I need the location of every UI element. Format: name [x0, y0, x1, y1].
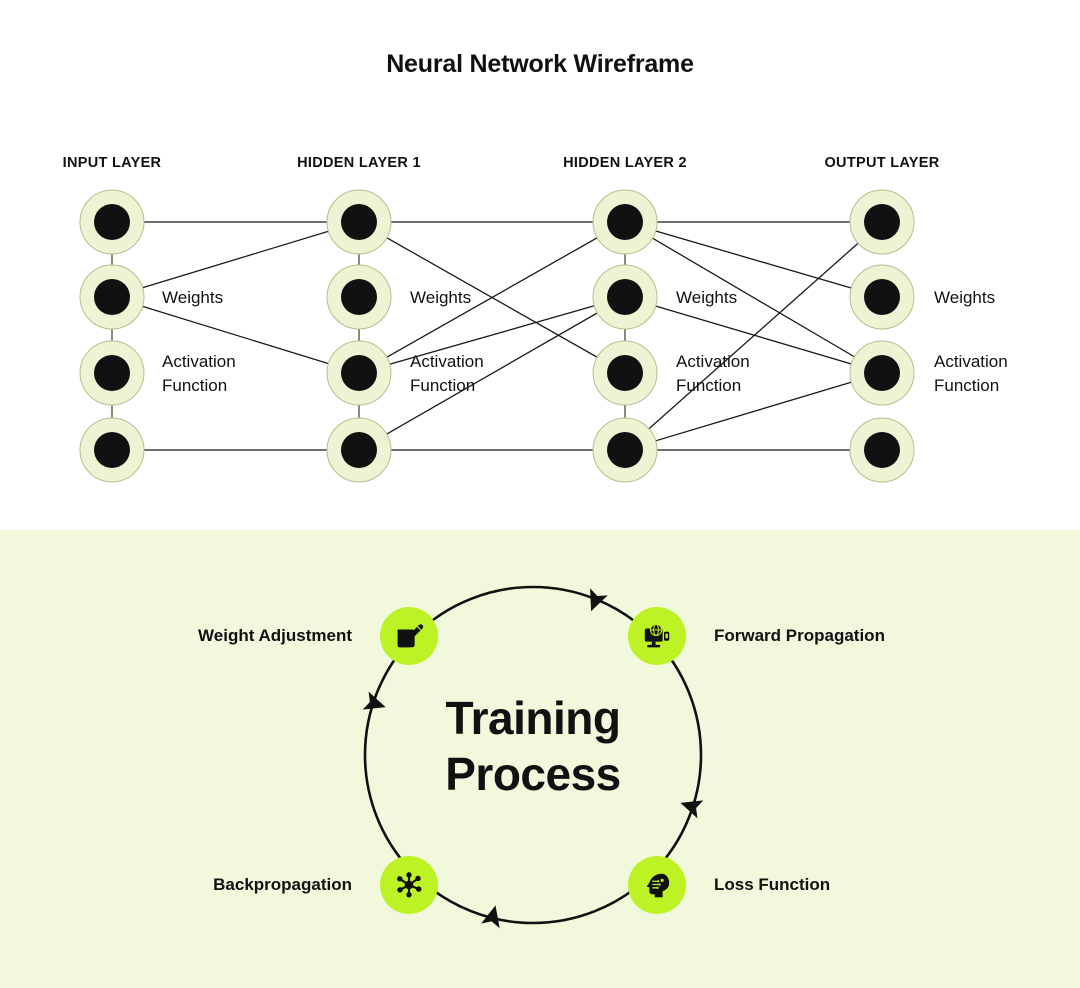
- layer-title-input: INPUT LAYER: [62, 155, 162, 171]
- connection-edge: [111, 221, 360, 298]
- annotation-w-h2: Weights: [676, 288, 738, 307]
- neuron-node[interactable]: [607, 355, 643, 391]
- arrow-top-icon: [590, 588, 608, 612]
- neuron-node[interactable]: [341, 355, 377, 391]
- cycle-arrow-group: [362, 588, 704, 929]
- connection-edge: [624, 221, 883, 374]
- training-cycle-ring: [362, 585, 704, 929]
- annotation-w-h1: Weights: [410, 288, 472, 307]
- cycle-step-label-loss-function: Loss Function: [714, 875, 831, 894]
- cycle-center-title: Training Process: [445, 692, 621, 801]
- network-nodes-icon: [397, 872, 422, 898]
- network-graph: [79, 189, 915, 483]
- cycle-step-label-weight-adjustment: Weight Adjustment: [198, 626, 352, 645]
- connection-edge: [624, 221, 883, 451]
- annotation-af-h2: Activation Function: [676, 352, 750, 396]
- connection-edge: [358, 221, 626, 374]
- neuron-node[interactable]: [341, 279, 377, 315]
- edge-group: [111, 221, 883, 451]
- monitor-globe-icon: [644, 623, 670, 648]
- neuron-node[interactable]: [607, 432, 643, 468]
- intra-layer-spine-group: [111, 222, 626, 450]
- layer-title-hidden2: HIDDEN LAYER 2: [563, 155, 687, 171]
- arrow-right-icon: [680, 800, 704, 819]
- connection-edge: [111, 296, 360, 374]
- cycle-step-weight-adjustment[interactable]: [380, 607, 438, 665]
- neuron-node[interactable]: [341, 432, 377, 468]
- connection-edge: [624, 296, 883, 374]
- neuron-node[interactable]: [607, 204, 643, 240]
- connection-edge: [358, 296, 626, 451]
- neuron-node[interactable]: [94, 279, 130, 315]
- cycle-step-label-backpropagation: Backpropagation: [213, 875, 352, 894]
- neuron-node[interactable]: [94, 355, 130, 391]
- ai-head-icon: [646, 873, 670, 898]
- neuron-node[interactable]: [94, 204, 130, 240]
- annotation-af-output: Activation Function: [934, 352, 1008, 396]
- arrow-bottom-icon: [481, 905, 500, 929]
- annotation-af-input: Activation Function: [162, 352, 236, 396]
- connection-edge: [624, 221, 883, 298]
- cycle-step-label-forward-propagation: Forward Propagation: [714, 626, 885, 645]
- neuron-node[interactable]: [864, 355, 900, 391]
- cycle-step-forward-propagation[interactable]: [628, 607, 686, 665]
- annotation-af-h1: Activation Function: [410, 352, 484, 396]
- layer-title-hidden1: HIDDEN LAYER 1: [297, 155, 421, 171]
- cycle-ring-circle: [363, 585, 703, 925]
- connection-edge: [624, 372, 883, 451]
- layer-title-output: OUTPUT LAYER: [824, 155, 940, 171]
- neuron-node[interactable]: [607, 279, 643, 315]
- cycle-step-backpropagation[interactable]: [380, 856, 438, 914]
- neuron-node[interactable]: [341, 204, 377, 240]
- annotation-w-input: Weights: [162, 288, 224, 307]
- cycle-step-loss-function[interactable]: [628, 856, 686, 914]
- page-title: Neural Network Wireframe: [386, 50, 694, 78]
- neuron-node[interactable]: [864, 432, 900, 468]
- neuron-node[interactable]: [864, 279, 900, 315]
- arrow-left-icon: [362, 691, 386, 710]
- neuron-node[interactable]: [94, 432, 130, 468]
- connection-edge: [358, 296, 626, 374]
- node-group: [79, 189, 915, 483]
- neuron-node[interactable]: [864, 204, 900, 240]
- annotation-w-output: Weights: [934, 288, 996, 307]
- pencil-square-icon: [397, 624, 424, 648]
- neural-network-wireframe-panel: Neural Network Wireframe INPUT LAYER HIDD…: [62, 50, 1008, 483]
